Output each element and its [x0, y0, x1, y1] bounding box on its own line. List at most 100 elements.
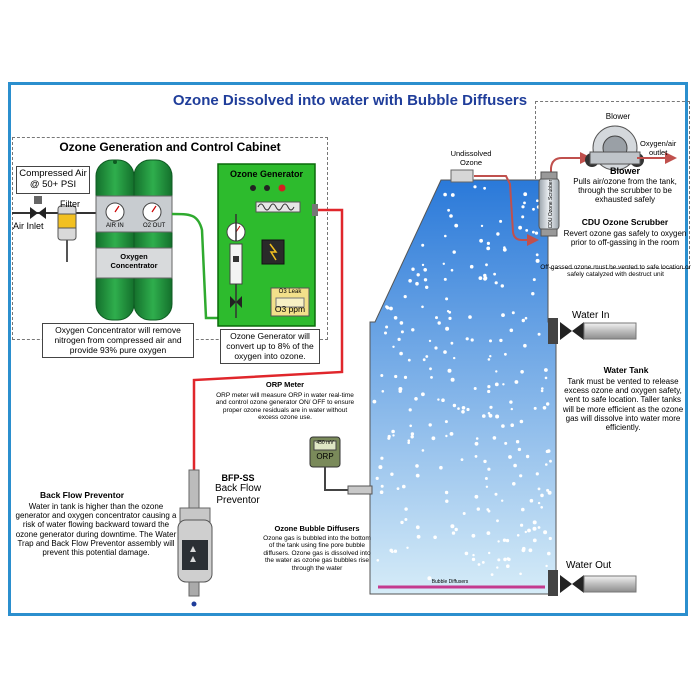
bubble	[544, 376, 548, 380]
bubble	[532, 526, 537, 531]
bubble	[486, 241, 490, 245]
bubble	[385, 325, 389, 329]
undissolved-ozone-label: Undissolved Ozone	[450, 149, 492, 167]
bubble	[494, 492, 498, 496]
bubble	[461, 410, 465, 414]
bubble	[450, 341, 454, 345]
bubble	[525, 229, 529, 232]
bubble	[375, 476, 379, 480]
bubble	[380, 456, 384, 460]
bubble	[464, 551, 469, 556]
orp-display: 450 mV	[316, 440, 334, 446]
bubble	[460, 458, 464, 461]
bubble	[450, 193, 455, 197]
bubble	[392, 434, 395, 437]
tank-desc: Tank must be vented to release excess oz…	[562, 377, 684, 432]
bubble	[531, 292, 535, 296]
bubble	[546, 402, 550, 406]
bubble	[492, 436, 497, 440]
bubble	[453, 356, 456, 360]
bubble	[502, 247, 507, 252]
blower-heading: Blower	[609, 166, 640, 176]
bubble	[472, 553, 475, 557]
bubble	[393, 316, 398, 320]
bfp-heading: Back Flow Preventor	[40, 490, 125, 500]
back-flow-preventor	[177, 469, 213, 607]
bubble	[399, 321, 404, 325]
bubble	[479, 238, 483, 243]
bubble	[537, 526, 541, 529]
bubble	[495, 414, 500, 419]
bubble	[499, 219, 503, 223]
bubble	[540, 493, 544, 498]
bubble	[379, 490, 384, 495]
bubble	[408, 279, 412, 283]
bubble	[497, 558, 501, 562]
bubble	[480, 224, 484, 228]
bubble	[468, 315, 472, 319]
bubble	[447, 208, 450, 212]
air-inlet-assembly	[12, 196, 96, 262]
bubble	[381, 390, 385, 393]
bubble	[465, 337, 469, 341]
bubble	[425, 285, 429, 289]
bubble	[502, 383, 505, 386]
bubble	[506, 557, 510, 561]
bubble	[380, 374, 384, 377]
bubble	[541, 387, 544, 390]
bubble	[450, 268, 454, 272]
bubble	[444, 490, 449, 495]
bubble	[404, 518, 408, 521]
scrubber-to-blower-line	[550, 152, 592, 176]
bubble	[519, 474, 523, 478]
inlet-valve-icon	[30, 207, 46, 219]
bubble	[532, 278, 536, 282]
bubble	[481, 561, 485, 564]
bubble	[454, 223, 459, 228]
compressed-air-label: Compressed Air @ 50+ PSI	[16, 166, 90, 194]
bubble	[397, 337, 401, 341]
diffusers-heading: Ozone Bubble Diffusers	[274, 524, 360, 533]
bubble	[423, 278, 428, 282]
bubble	[473, 185, 477, 189]
bubble	[416, 534, 421, 539]
bubble	[547, 490, 552, 495]
bubble	[502, 538, 507, 542]
water-out-valve-icon	[560, 575, 584, 593]
bubble	[457, 407, 460, 410]
bubble	[471, 557, 476, 562]
bubble	[451, 531, 456, 535]
bubble	[421, 449, 425, 452]
bubble	[501, 313, 505, 317]
bubble	[486, 531, 491, 535]
bubble	[520, 370, 524, 374]
bubble	[505, 538, 510, 543]
bubble	[490, 573, 494, 576]
bubble	[529, 498, 534, 503]
tank-vent-icon	[450, 169, 474, 183]
bubble	[521, 507, 525, 512]
bubble	[445, 434, 448, 438]
bubble	[510, 423, 514, 428]
water-in-valve-icon	[560, 322, 584, 340]
bubble	[501, 499, 504, 502]
water-in-pipe	[548, 318, 637, 344]
bubble	[408, 408, 412, 412]
bubble	[500, 284, 504, 288]
bubble	[421, 392, 425, 397]
bubble	[523, 192, 528, 197]
bubble	[501, 424, 505, 428]
bubble	[389, 306, 393, 311]
bubble	[444, 234, 447, 238]
bubble	[399, 351, 403, 356]
bubble	[508, 455, 512, 459]
bubble	[404, 507, 408, 511]
bubble	[517, 447, 522, 452]
bubble	[387, 436, 391, 440]
scrubber-heading: CDU Ozone Scrubber	[581, 217, 669, 227]
bubble	[487, 385, 491, 389]
orp-label: ORP	[316, 452, 334, 461]
bubble	[415, 281, 419, 286]
bubble	[496, 232, 500, 236]
bubble	[434, 346, 438, 350]
